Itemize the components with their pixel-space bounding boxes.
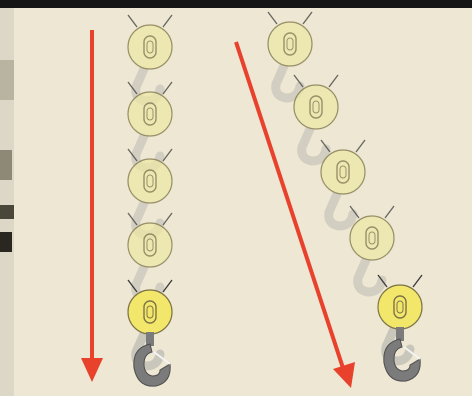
hook-block-slot-inner: [312, 100, 320, 114]
hook-frame-2: [293, 74, 339, 166]
hook-block: [320, 149, 366, 195]
wire-left: [377, 274, 388, 288]
hook-block: [377, 284, 423, 330]
hook-block-slot: [336, 160, 350, 184]
hook-latch: [403, 346, 421, 360]
hook-block: [127, 158, 173, 204]
hook-block-slot: [309, 95, 323, 119]
hook-shank: [396, 327, 404, 341]
hook-block-slot: [393, 295, 407, 319]
hook-block-slot-inner: [146, 107, 154, 121]
hook-latch: [153, 351, 171, 365]
wire-right: [162, 148, 173, 162]
wire-right: [162, 212, 173, 226]
hook-block-slot-inner: [146, 40, 154, 54]
hook-block-slot-inner: [339, 165, 347, 179]
wire-left: [127, 148, 138, 162]
arrow-vertical: [81, 30, 103, 382]
left-photo-fragment: [0, 8, 14, 396]
hook-shadow: [324, 189, 358, 231]
wire-left: [320, 139, 331, 153]
hook-block: [127, 24, 173, 70]
wire-left: [127, 81, 138, 95]
hook-block: [127, 91, 173, 137]
wire-left: [127, 212, 138, 226]
hook-block-slot: [143, 102, 157, 126]
hook-frame-1: [267, 11, 313, 103]
hook-shadow: [271, 61, 305, 103]
hook-frame-4: [349, 205, 395, 297]
hook-frame-5: [377, 274, 423, 382]
hook-frame-5: [127, 279, 173, 387]
hook-curve: [133, 343, 171, 387]
hook-block: [293, 84, 339, 130]
hook-block-slot-inner: [286, 37, 294, 51]
wire-right: [412, 274, 423, 288]
hook-block-slot-inner: [146, 238, 154, 252]
hook-block-slot: [365, 226, 379, 250]
hook-block-slot: [143, 233, 157, 257]
hook-block: [127, 222, 173, 268]
hook-block-slot-inner: [146, 305, 154, 319]
hook-block: [267, 21, 313, 67]
hook-block-slot: [143, 300, 157, 324]
wire-left: [267, 11, 278, 25]
hook-curve: [383, 338, 421, 382]
hook-shadow: [353, 255, 387, 297]
hook-shank: [146, 332, 154, 346]
hook-block-slot: [143, 169, 157, 193]
hook-frame-3: [320, 139, 366, 231]
wire-right: [162, 81, 173, 95]
hooks-layer: [127, 11, 423, 387]
wire-right: [328, 74, 339, 88]
wire-right: [162, 279, 173, 293]
wire-right: [355, 139, 366, 153]
arrow-diagonal: [234, 41, 355, 388]
hook-block-slot-inner: [146, 174, 154, 188]
hook-block-slot: [143, 35, 157, 59]
hook-block: [349, 215, 395, 261]
wire-left: [349, 205, 360, 219]
hook-block-slot: [283, 32, 297, 56]
wire-right: [302, 11, 313, 25]
wire-left: [293, 74, 304, 88]
wire-right: [162, 14, 173, 28]
hook-block: [127, 289, 173, 335]
panel-vertical-sequence: [127, 14, 173, 387]
hook-block-slot-inner: [368, 231, 376, 245]
wire-left: [127, 279, 138, 293]
wire-right: [384, 205, 395, 219]
hook-block-slot-inner: [396, 300, 404, 314]
hook-shadow: [297, 124, 331, 166]
wire-left: [127, 14, 138, 28]
grey-hook-icon: [383, 327, 421, 382]
panel-diagonal-sequence: [267, 11, 423, 382]
grey-hook-icon: [133, 332, 171, 387]
